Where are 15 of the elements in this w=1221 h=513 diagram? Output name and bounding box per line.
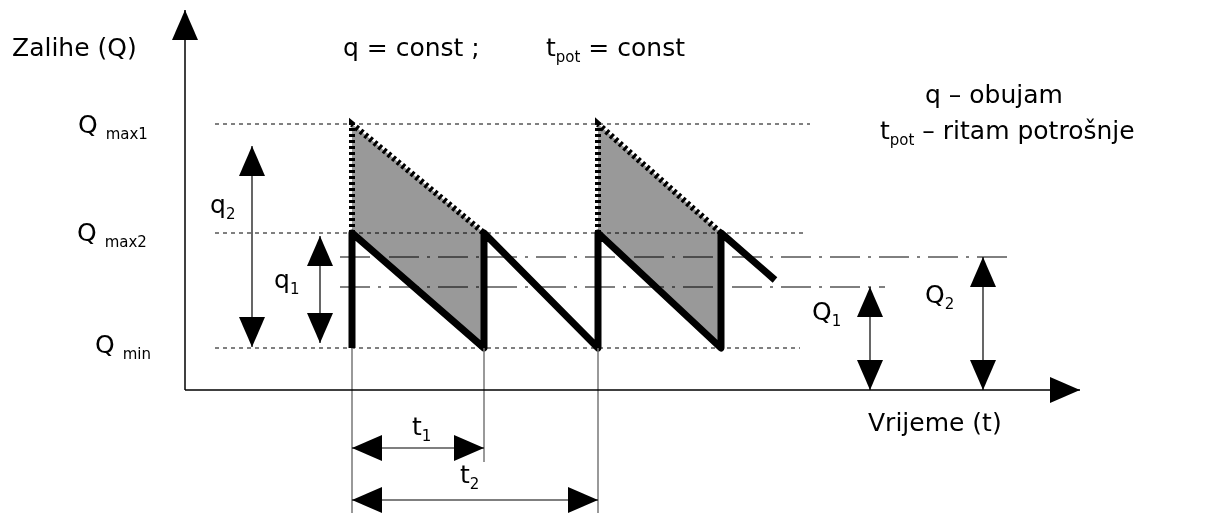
dimension-label: Q$_{2}$ <box>925 280 955 315</box>
dimension-label: t$_{2}$ <box>460 460 480 495</box>
dimension-label: q$_{1}$ <box>274 265 300 300</box>
level-label: Q $_{max1}$ <box>78 110 148 145</box>
formula-text: t$_{pot}$ = const <box>546 33 685 68</box>
legend-text: t$_{pot}$ – ritam potrošnje <box>880 116 1135 151</box>
legend-text: q – obujam <box>925 80 1063 110</box>
level-label: Q $_{min}$ <box>95 330 151 365</box>
axis-title: Vrijeme (t) <box>868 408 1002 438</box>
level-label: Q $_{max2}$ <box>77 218 147 253</box>
dimension-label: t$_{1}$ <box>412 412 432 447</box>
dimension-label: q$_{2}$ <box>210 190 236 225</box>
formula-text: q = const ; <box>343 33 480 63</box>
dimension-label: Q$_{1}$ <box>812 297 842 332</box>
axis-title: Zalihe (Q) <box>12 33 137 63</box>
